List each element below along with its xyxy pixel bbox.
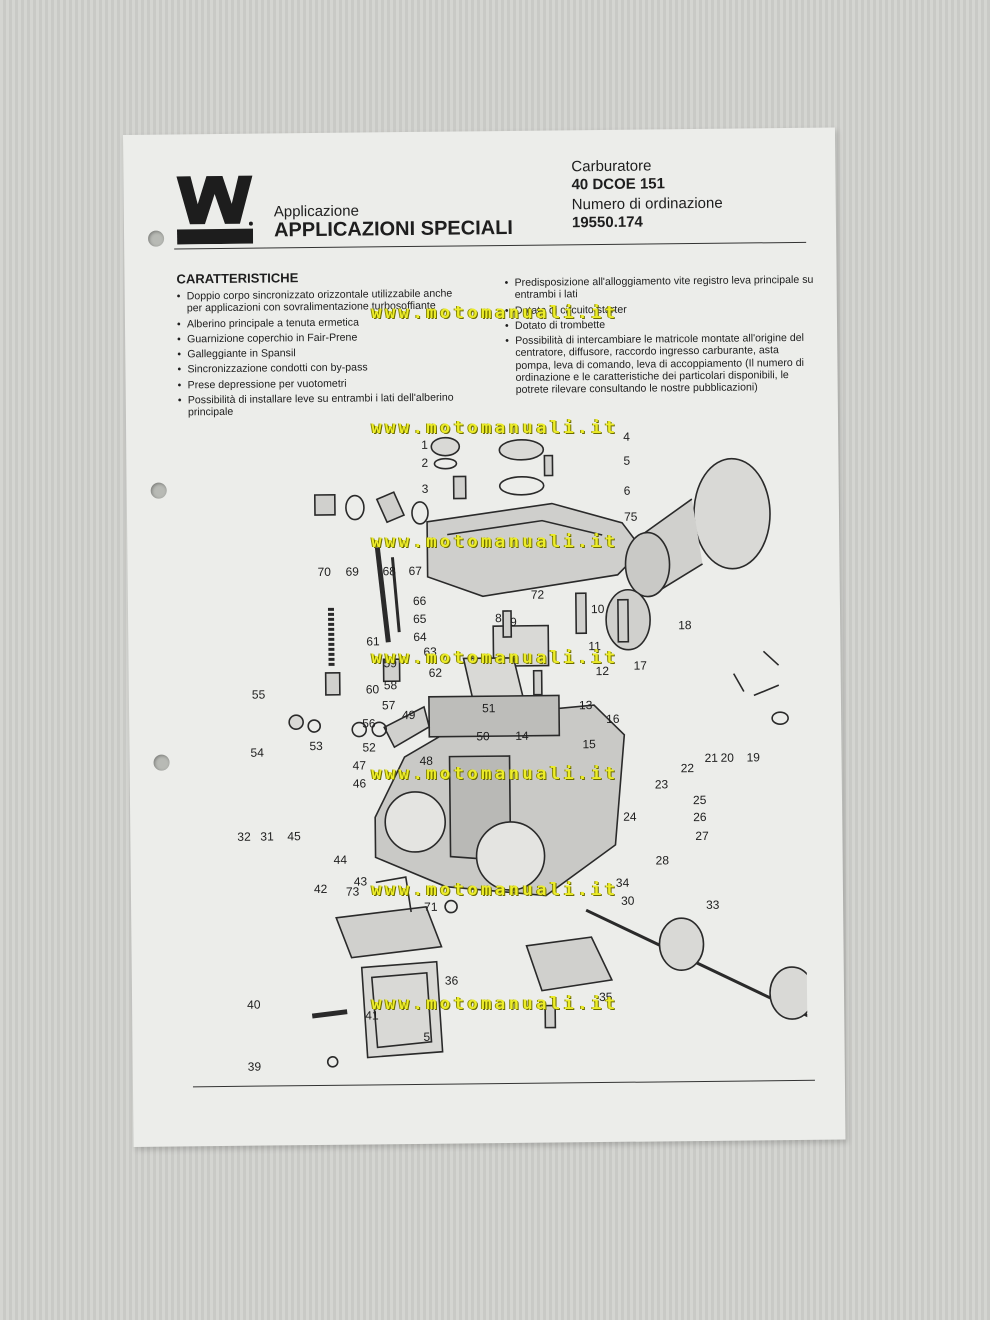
part-label: 21 (704, 751, 718, 765)
part-label: 51 (482, 701, 496, 715)
watermark-text: www.motomanuali.it (371, 648, 619, 668)
footer-divider (192, 1079, 815, 1088)
watermark-text: www.motomanuali.it (371, 764, 619, 784)
part-label: 58 (384, 678, 398, 692)
part-label: 19 (746, 750, 760, 764)
part-label: 44 (334, 853, 348, 867)
watermark-text: www.motomanuali.it (371, 994, 619, 1014)
part-label: 31 (260, 829, 274, 843)
part-label: 73 (346, 885, 360, 899)
part-label: 24 (623, 810, 637, 824)
part-label: 22 (681, 761, 695, 775)
feature-item: Prese depressione per vuotometri (178, 376, 458, 391)
part-label: 26 (693, 810, 707, 824)
part-label: 16 (606, 712, 620, 726)
part-label: 50 (476, 729, 490, 743)
part-label: 18 (678, 618, 692, 632)
part-label: 65 (413, 612, 427, 626)
part-label: 61 (366, 634, 380, 648)
part-label: 62 (429, 666, 443, 680)
features-heading: CARATTERISTICHE (176, 270, 299, 287)
part-label: 34 (616, 876, 630, 890)
part-label: 14 (515, 729, 529, 743)
exploded-parts-diagram: 1 2 3 4 5 6 75 70 69 68 67 66 65 8 9 72 … (237, 430, 808, 1074)
part-label: 4 (623, 430, 630, 444)
feature-item: Guarnizione coperchio in Fair-Prene (177, 330, 457, 345)
part-label: 20 (720, 751, 734, 765)
feature-item: Galleggiante in Spansil (177, 346, 457, 361)
watermark-text: www.motomanuali.it (371, 418, 619, 438)
part-label: 8 (495, 611, 502, 625)
carburetor-label: Carburatore (571, 157, 652, 176)
part-label: 57 (382, 698, 396, 712)
part-label: 33 (706, 898, 720, 912)
part-label: 71 (424, 900, 438, 914)
part-label: 67 (409, 564, 423, 578)
part-label: 32 (237, 830, 251, 844)
part-label: 49 (402, 708, 416, 722)
order-number: 19550.174 (571, 213, 643, 232)
punch-hole (148, 230, 165, 247)
part-label: 75 (624, 510, 638, 524)
punch-hole (150, 482, 167, 499)
part-label: 69 (346, 565, 360, 579)
part-label: 25 (693, 793, 707, 807)
part-label: 68 (383, 564, 397, 578)
part-label: 9 (510, 615, 517, 629)
part-label: 54 (250, 746, 264, 760)
part-label: 64 (413, 630, 427, 644)
part-label: 2 (421, 456, 428, 470)
part-label: 27 (695, 829, 709, 843)
part-label: 39 (248, 1060, 262, 1074)
feature-item: Sincronizzazione condotti con by-pass (177, 361, 457, 376)
part-label: 5 (623, 454, 630, 468)
spec-sheet: Applicazione APPLICAZIONI SPECIALI Carbu… (123, 127, 846, 1147)
part-label: 1 (421, 438, 428, 452)
part-label: 5 (423, 1030, 430, 1044)
part-label: 35 (599, 990, 613, 1004)
carburetor-model: 40 DCOE 151 (571, 175, 666, 194)
features-list-right: Predisposizione all'alloggiamento vite r… (505, 274, 816, 400)
part-label: 3 (422, 482, 429, 496)
part-label: 12 (596, 664, 610, 678)
feature-item: Possibilità di intercambiare le matricol… (505, 332, 816, 397)
part-label: 43 (354, 874, 368, 888)
part-label: 11 (588, 639, 601, 653)
watermark-text: www.motomanuali.it (371, 532, 619, 552)
watermark-text: www.motomanuali.it (371, 880, 619, 900)
part-label: 47 (353, 758, 367, 772)
part-label: 36 (445, 974, 459, 988)
weber-logo (176, 175, 254, 245)
watermark-text: www.motomanuali.it (371, 303, 619, 323)
part-label: 42 (314, 882, 328, 896)
application-title: APPLICAZIONI SPECIALI (273, 216, 514, 242)
part-label: 17 (634, 659, 648, 673)
part-label: 6 (624, 484, 631, 498)
part-label: 40 (247, 998, 261, 1012)
part-label: 72 (531, 588, 545, 602)
part-label: 53 (309, 739, 323, 753)
part-label: 66 (413, 594, 427, 608)
part-label: 59 (383, 656, 397, 670)
part-label: 10 (591, 602, 605, 616)
part-label: 52 (362, 740, 376, 754)
part-label: 70 (318, 565, 332, 579)
part-label: 55 (252, 688, 266, 702)
part-label: 30 (621, 894, 635, 908)
order-number-label: Numero di ordinazione (571, 194, 723, 214)
part-label: 23 (655, 777, 669, 791)
part-label: 46 (353, 776, 367, 790)
feature-item: Predisposizione all'alloggiamento vite r… (505, 274, 815, 302)
part-label: 45 (287, 829, 301, 843)
header-divider (174, 241, 807, 250)
part-label: 28 (656, 853, 670, 867)
part-label: 15 (582, 737, 596, 751)
part-label: 41 (365, 1008, 379, 1022)
part-label: 56 (362, 716, 376, 730)
part-label: 13 (579, 698, 593, 712)
feature-item: Possibilità di installare leve su entram… (178, 392, 458, 420)
part-label: 48 (419, 754, 433, 768)
part-label: 63 (423, 645, 437, 659)
part-label: 60 (366, 682, 380, 696)
